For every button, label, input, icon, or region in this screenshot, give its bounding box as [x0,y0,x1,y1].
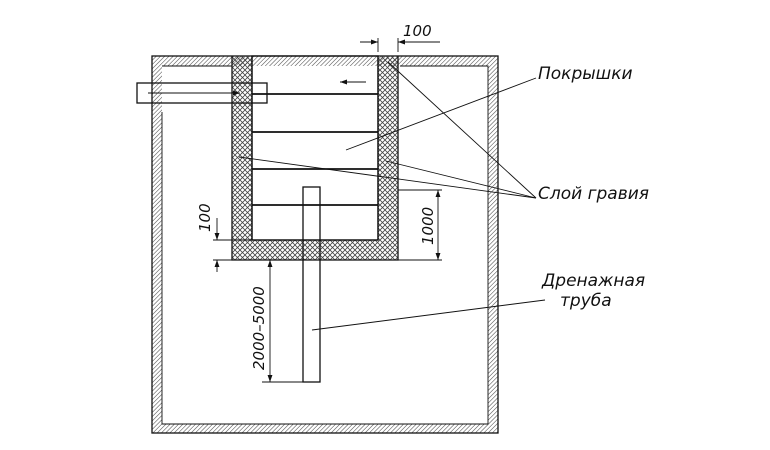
leader-tires [345,77,537,151]
label-tires: Покрышки [538,64,633,84]
label-drain-2: труба [560,291,612,311]
dim-bottom: 100 [196,203,252,272]
leader-gravel-top [387,61,537,199]
leaders [238,61,546,331]
label-gravel: Слой гравия [538,184,649,204]
leader-gravel-right [385,160,537,199]
dim-bottom-text: 100 [196,203,214,232]
drainage-pipe [302,186,321,383]
dim-pipe: 2000–5000 [250,259,303,383]
dim-wall: 100 [360,22,440,52]
leader-gravel-left [238,156,537,199]
dim-pit-text: 1000 [419,207,437,245]
dim-wall-text: 100 [403,22,432,40]
leader-drain [311,299,546,331]
label-drain-1: Дренажная [541,271,645,291]
inlet-pipe [136,79,366,104]
dim-pipe-text: 2000–5000 [250,286,268,370]
dim-pit: 1000 [398,189,442,261]
tire-stack [251,55,379,241]
